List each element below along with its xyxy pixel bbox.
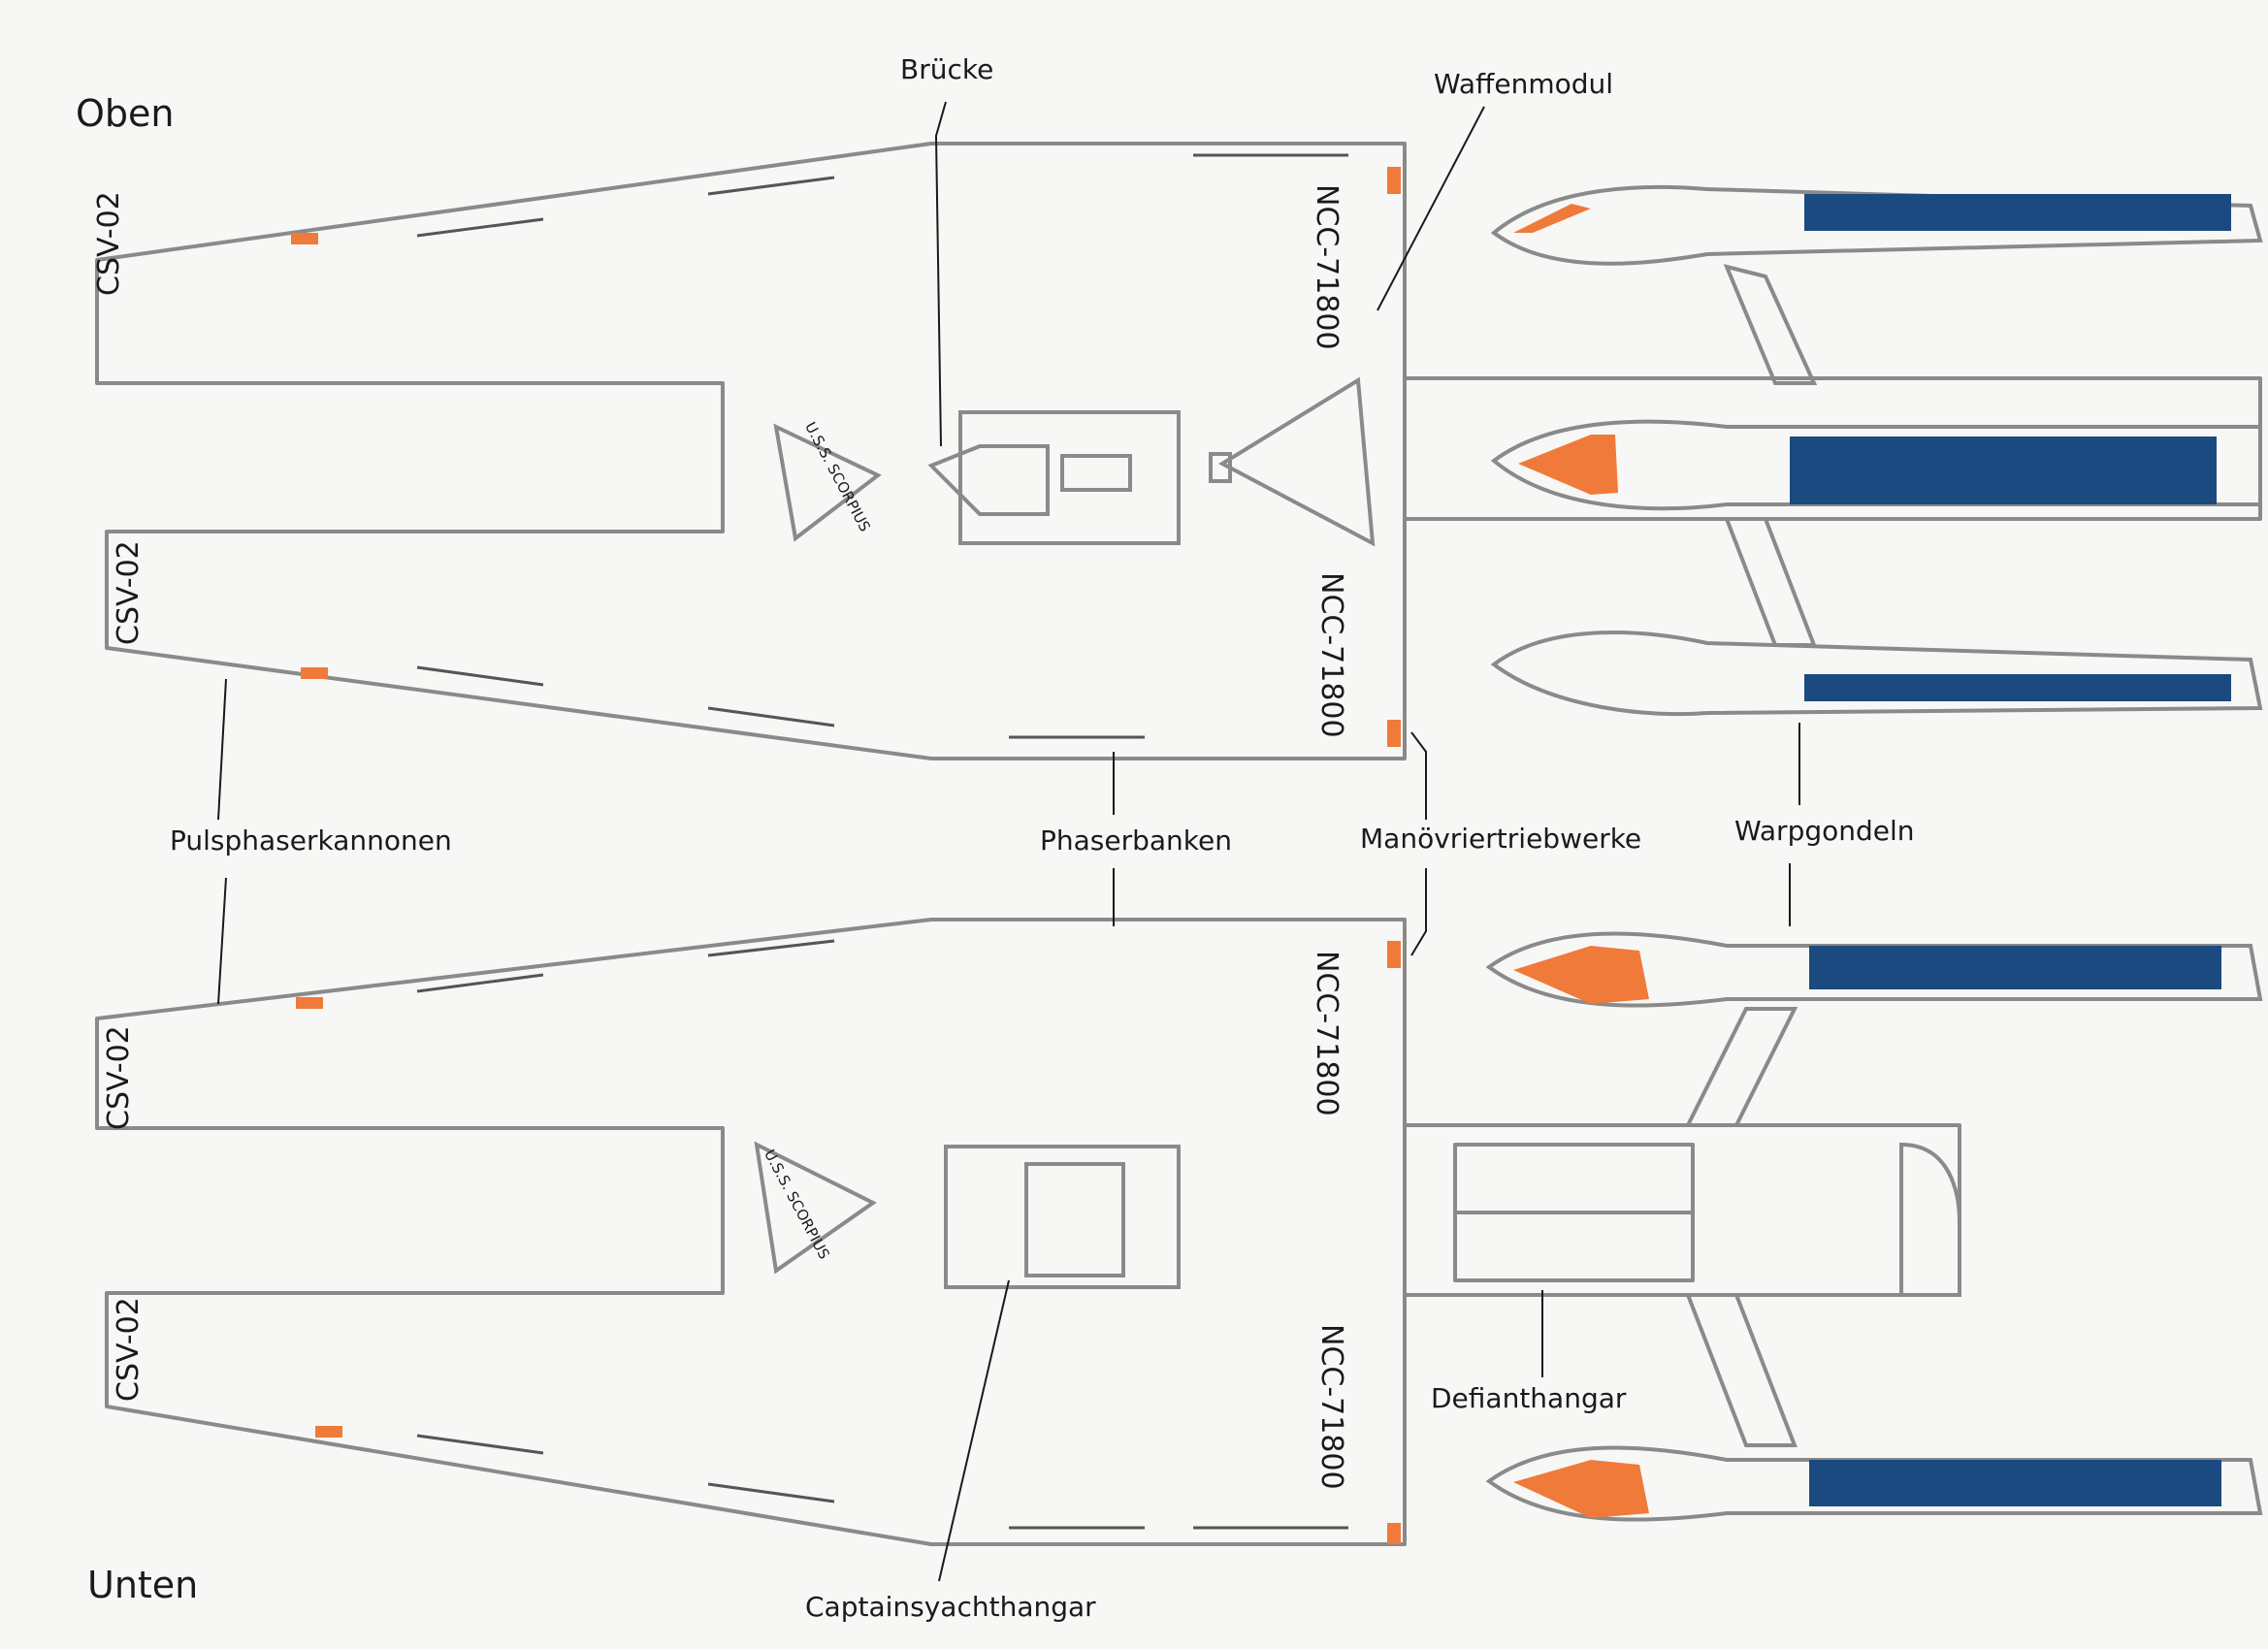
wing-code-marking: CSV-02 [112, 540, 146, 645]
weapon-module-leader [1377, 106, 1485, 311]
top-weapon-pylon [1403, 376, 2262, 521]
bottom-yacht-triangle [754, 1141, 877, 1275]
weapon-module-triangle [1217, 376, 1376, 547]
bottom-nacelle-upper [1485, 931, 2263, 1008]
pulse-cannon-mark [296, 997, 323, 1009]
warp-nacelles-label: Warpgondeln [1734, 815, 1915, 847]
pulse-cannon-mark [301, 667, 328, 679]
thruster-mark [1387, 167, 1401, 194]
bottom-view-hull [95, 918, 1407, 1546]
bottom-pylon-strut-lower [1685, 1293, 1798, 1447]
bottom-deflector-dish [1899, 1142, 1961, 1297]
captains-yacht-leader [938, 1279, 1010, 1582]
wing-code-marking: CSV-02 [92, 191, 126, 296]
top-yacht-triangle [773, 423, 882, 542]
thruster-mark [1387, 1523, 1401, 1544]
thruster-leader-bottom [1410, 868, 1427, 956]
top-nacelle-upper [1490, 184, 2263, 266]
bridge-module [958, 410, 1181, 545]
bottom-nacelle-lower [1485, 1445, 2263, 1522]
pulse-cannons-label: Pulsphaserkannonen [170, 824, 452, 857]
top-view-hull [95, 142, 1407, 760]
bottom-pylon-strut-upper [1684, 1007, 1798, 1127]
registry-marking: NCC-71800 [1310, 951, 1344, 1116]
pulse-cannon-mark [315, 1426, 342, 1438]
top-view-label: Oben [76, 92, 175, 135]
thrusters-label: Manövriertriebwerke [1360, 823, 1642, 855]
wing-code-marking: CSV-02 [112, 1297, 146, 1402]
pulse-cannon-leader-top [217, 678, 227, 821]
defiant-hangar-label: Defianthangar [1431, 1382, 1627, 1414]
bottom-engineering-block [1403, 1123, 1961, 1297]
thruster-mark [1387, 941, 1401, 968]
pulse-cannon-leader-bottom [217, 877, 227, 1005]
registry-marking: NCC-71800 [1314, 1324, 1348, 1490]
top-nacelle-lower [1490, 630, 2263, 717]
wing-code-marking: CSV-02 [102, 1025, 136, 1130]
bottom-view-label: Unten [87, 1564, 199, 1606]
top-pylon-strut-upper [1723, 264, 1818, 385]
registry-marking: NCC-71800 [1314, 572, 1348, 738]
thruster-leader-top [1410, 731, 1427, 820]
top-nacelle-middle [1490, 419, 2262, 511]
bridge-dome [927, 444, 1050, 516]
pulse-cannon-mark [291, 233, 318, 244]
captains-yacht-hangar-bay [944, 1145, 1181, 1289]
top-pylon-strut-lower [1724, 517, 1817, 647]
phaser-banks-label: Phaserbanken [1040, 824, 1232, 857]
bridge-label: Brücke [900, 53, 994, 85]
weapon-module-label: Waffenmodul [1434, 68, 1614, 100]
bridge-leader [934, 101, 947, 447]
thruster-mark [1387, 720, 1401, 747]
captains-yacht-hangar-label: Captainsyachthangar [805, 1591, 1096, 1623]
registry-marking: NCC-71800 [1310, 184, 1344, 350]
